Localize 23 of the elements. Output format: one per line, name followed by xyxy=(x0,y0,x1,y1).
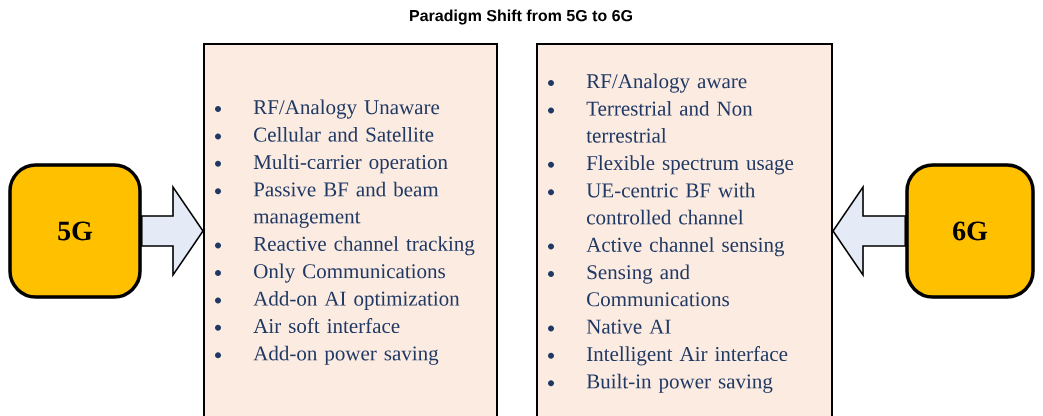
block-arrow xyxy=(140,184,204,278)
list-item: Reactive channel tracking xyxy=(253,236,475,256)
title: Paradigm Shift from 5G to 6G xyxy=(410,9,632,25)
list-item: RF/Analogy aware xyxy=(586,73,747,93)
list-item: Multi-carrier operation xyxy=(253,154,448,174)
list-item: Sensing and Communications xyxy=(587,264,729,307)
list-item: Built-in power saving xyxy=(586,373,773,393)
list-item: Active channel sensing xyxy=(586,237,785,257)
list-item: RF/Analogy Unaware xyxy=(253,99,440,119)
list-item: Native AI xyxy=(586,319,671,334)
rounded-box: 6G xyxy=(905,163,1035,299)
list-item: Terrestrial and Non terrestrial xyxy=(586,100,753,143)
list-item: Intelligent Air interface xyxy=(586,346,788,366)
list-item: Only Communications xyxy=(254,263,445,283)
list-item: Flexible spectrum usage xyxy=(586,155,794,175)
rounded-box: 5G xyxy=(8,163,142,299)
list-item: Add-on AI optimization xyxy=(253,290,460,310)
list-item: Passive BF and beam management xyxy=(253,181,439,228)
list-item: Cellular and Satellite xyxy=(254,126,434,142)
list-item: UE-centric BF with controlled channel xyxy=(586,182,756,225)
list-item: Add-on power saving xyxy=(253,345,439,365)
block-arrow xyxy=(832,184,907,278)
list-item: Air soft interface xyxy=(253,318,400,334)
